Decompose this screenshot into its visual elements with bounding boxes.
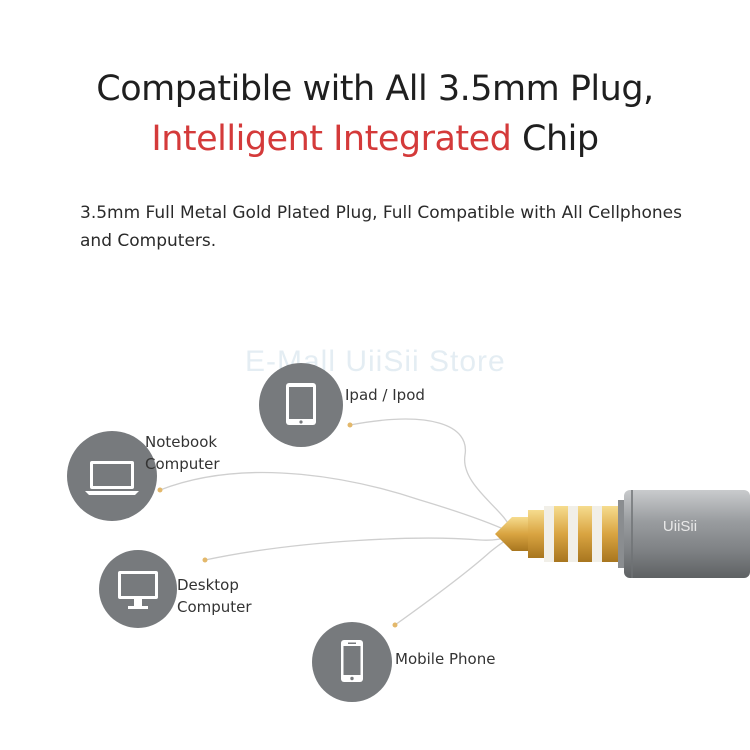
plug-housing	[624, 490, 750, 578]
cable-desktop	[204, 535, 511, 561]
plug	[495, 490, 750, 578]
description: 3.5mm Full Metal Gold Plated Plug, Full …	[80, 199, 690, 255]
headline-highlight: Intelligent Integrated	[151, 119, 512, 159]
device-label-tablet: Ipad / Ipod	[345, 386, 425, 404]
plug-brand: UiiSii	[663, 518, 697, 535]
notebook-circle	[67, 431, 157, 521]
laptop-icon	[85, 461, 139, 495]
phone-icon	[341, 640, 363, 682]
cable-ends	[157, 422, 398, 628]
headline-rest: Chip	[511, 119, 599, 159]
headline-line-2: Intelligent Integrated Chip	[0, 118, 750, 160]
desktop-circle	[99, 550, 177, 628]
cable-notebook	[159, 471, 511, 533]
cables	[159, 418, 511, 626]
device-label-phone: Mobile Phone	[395, 650, 496, 668]
headline-line-1: Compatible with All 3.5mm Plug,	[96, 69, 654, 109]
device-label-notebook: Notebook Computer	[145, 433, 220, 473]
cable-tablet	[349, 418, 511, 529]
phone-circle	[312, 622, 392, 702]
monitor-icon	[118, 571, 158, 609]
cable-phone	[394, 537, 511, 626]
device-label-desktop: Desktop Computer	[177, 576, 252, 616]
description-line-2: and Computers.	[80, 231, 217, 251]
tablet-icon	[286, 383, 316, 425]
description-line-1: 3.5mm Full Metal Gold Plated Plug, Full …	[80, 203, 682, 223]
tablet-circle	[259, 363, 343, 447]
plug-tip	[495, 517, 528, 551]
